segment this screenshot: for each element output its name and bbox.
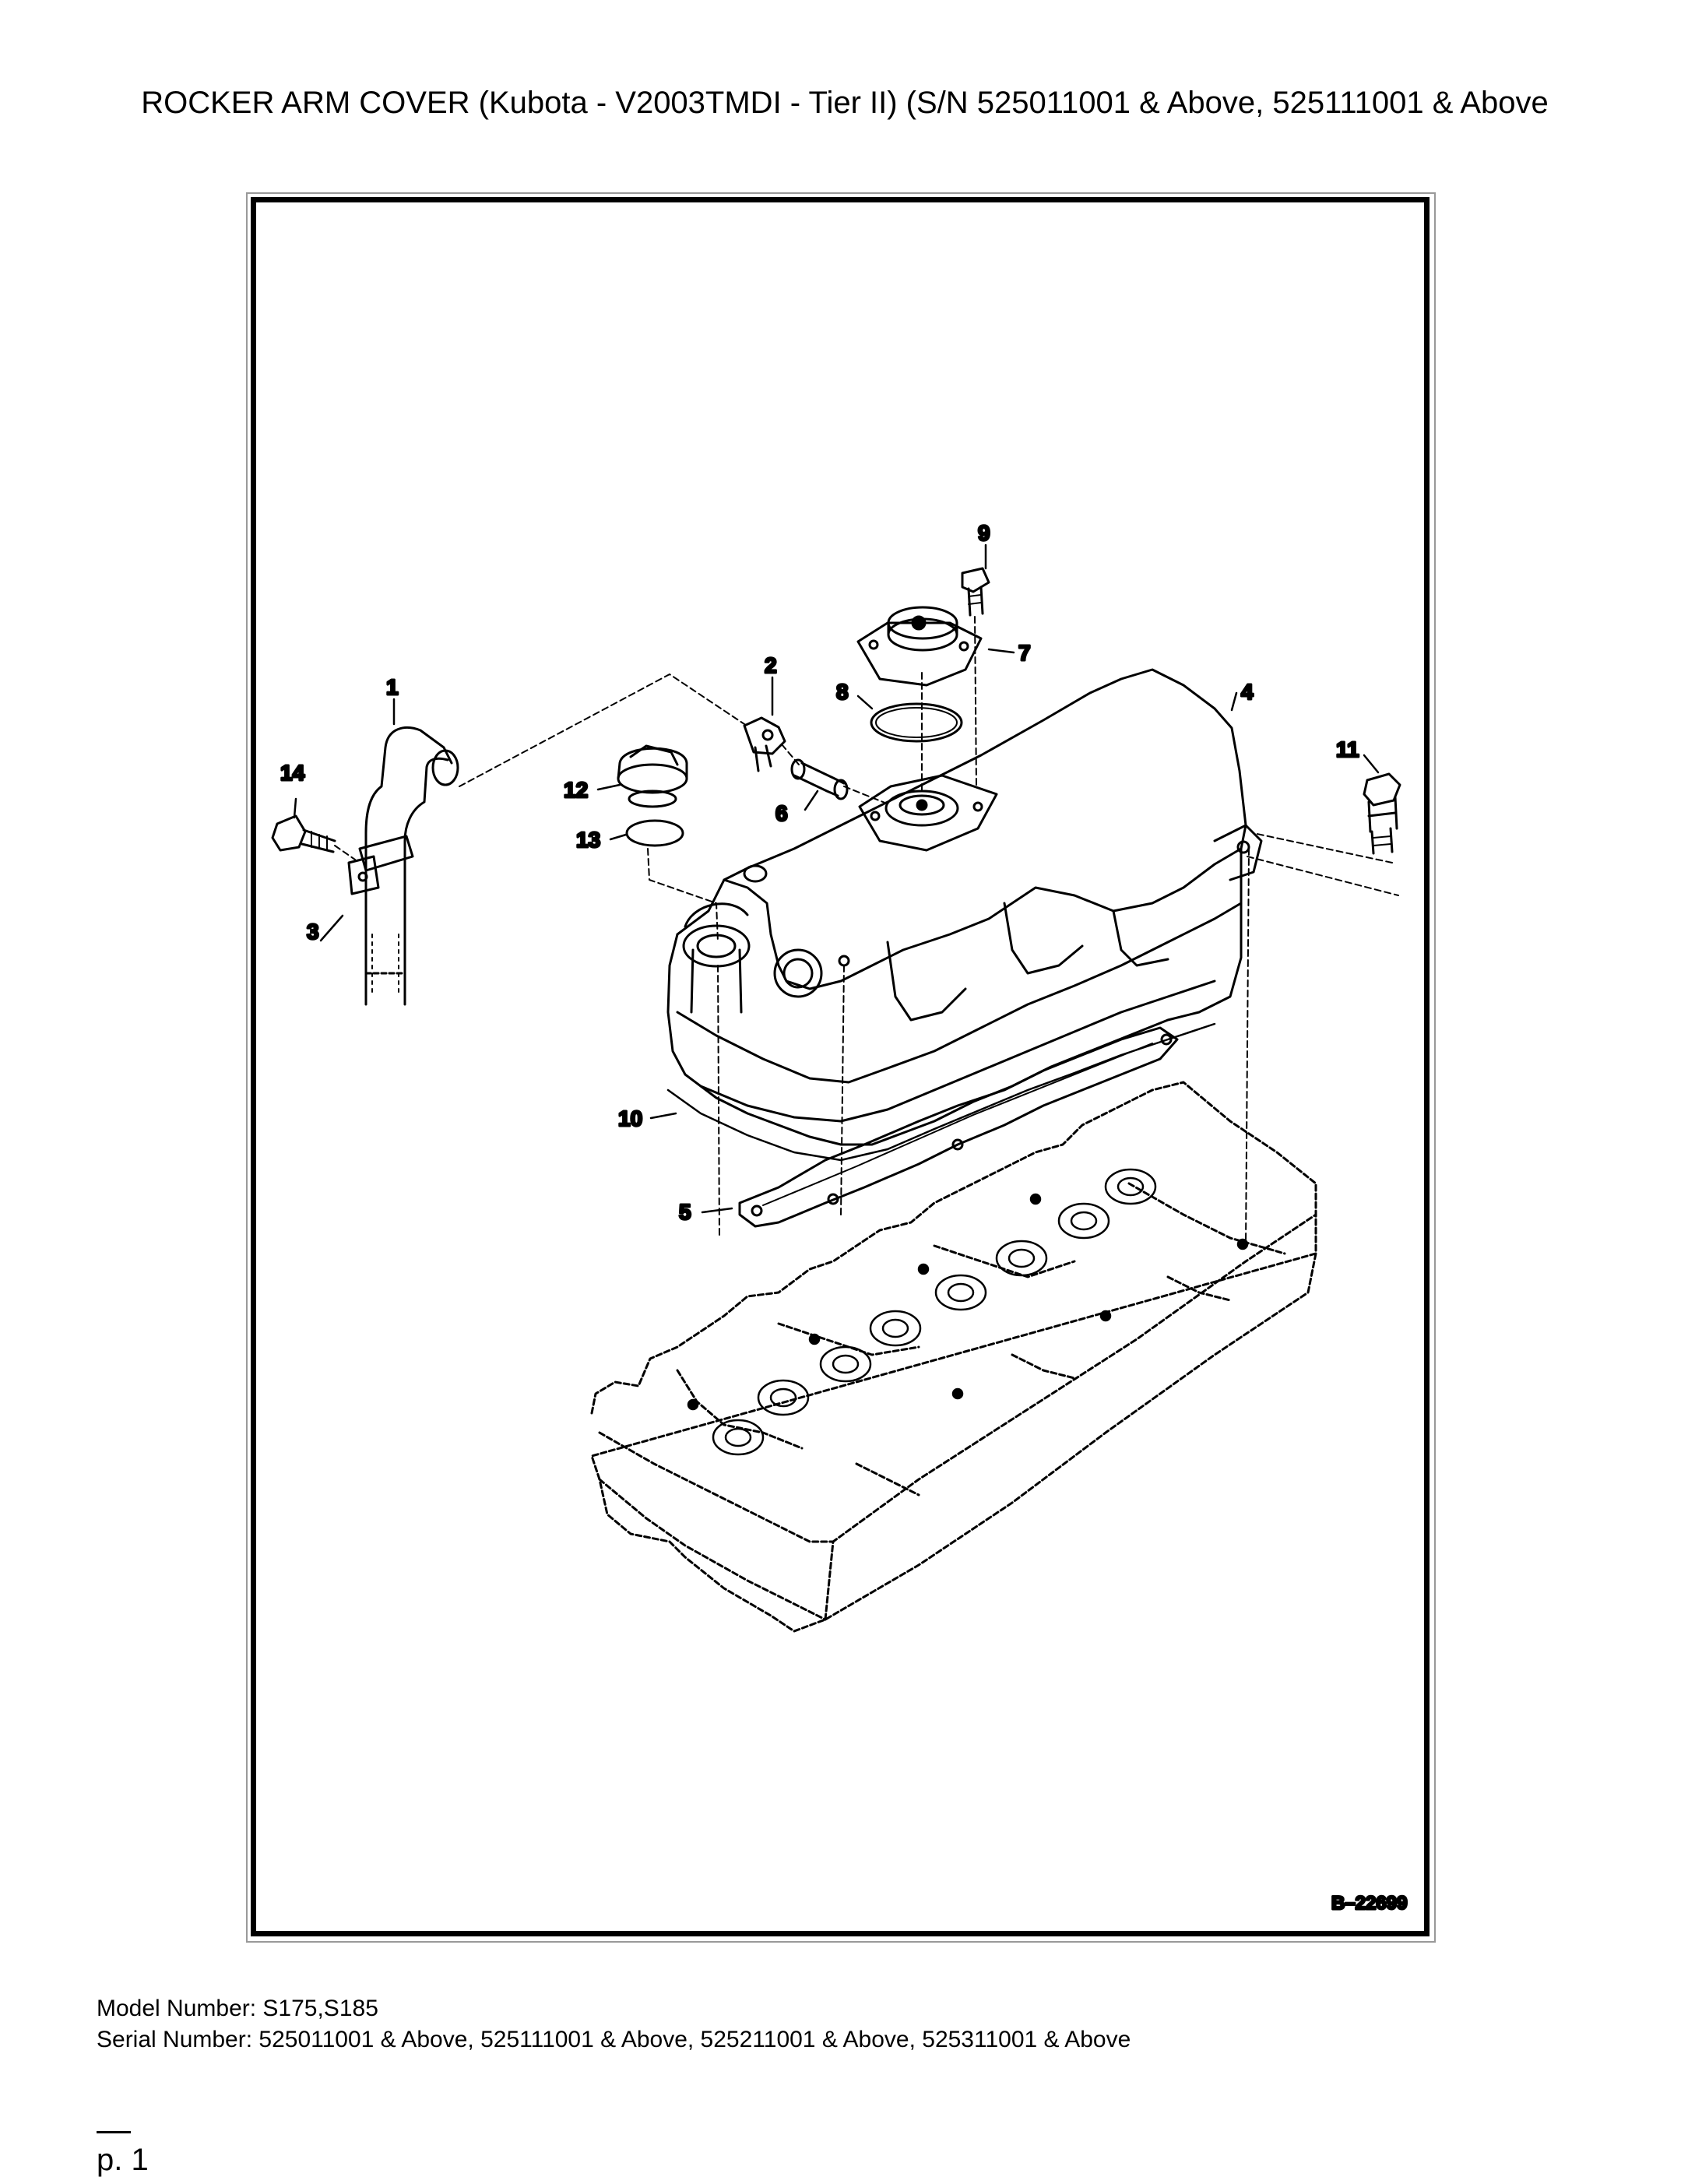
- o-ring-part-8: [870, 702, 963, 743]
- hose-part-6: [790, 758, 849, 800]
- page-separator: [97, 2131, 131, 2133]
- serial-number: Serial Number: 525011001 & Above, 525111…: [97, 2027, 1131, 2052]
- callout-3: 3: [307, 920, 319, 944]
- callout-13: 13: [576, 828, 600, 852]
- pcv-valve-part-2: [743, 716, 786, 772]
- cylinder-head-ports: [687, 1168, 1249, 1456]
- o-ring-part-13: [625, 819, 684, 847]
- callout-9: 9: [978, 521, 990, 545]
- callout-10: 10: [618, 1106, 642, 1131]
- cover-gasket-part-10: [666, 1022, 1216, 1162]
- bolt-part-9: [961, 567, 990, 617]
- page-title: ROCKER ARM COVER (Kubota - V2003TMDI - T…: [141, 86, 1549, 120]
- page-number: p. 1: [97, 2143, 149, 2177]
- bolt-part-11: [1363, 772, 1401, 855]
- leader-lines: [293, 543, 1380, 1214]
- callout-8: 8: [836, 680, 849, 704]
- assembly-guide-lines: [334, 616, 1399, 1247]
- bolt-part-14: [271, 814, 336, 853]
- oil-filler-cap-part-12: [617, 744, 688, 808]
- model-number: Model Number: S175,S185: [97, 1996, 378, 2021]
- diagram-frame: [251, 197, 1430, 1936]
- cylinder-head: [590, 1081, 1317, 1633]
- hose-clamp-part-3: [347, 835, 414, 895]
- breather-hose-part-1: [364, 726, 459, 1006]
- callout-7: 7: [1018, 641, 1031, 665]
- breather-plate: [858, 774, 998, 852]
- callout-5: 5: [679, 1200, 691, 1224]
- callout-12: 12: [564, 778, 588, 802]
- callout-2: 2: [765, 653, 777, 677]
- callout-6: 6: [775, 801, 788, 825]
- rocker-arm-cover-part-4: [666, 668, 1263, 1146]
- diagram-frame-outer: [246, 192, 1436, 1943]
- callout-14: 14: [280, 761, 305, 785]
- callout-1: 1: [386, 675, 399, 699]
- figure-number: B–22699: [1331, 1893, 1407, 1914]
- breather-cover-part-7: [856, 606, 983, 687]
- callout-4: 4: [1241, 680, 1254, 704]
- callout-11: 11: [1336, 737, 1359, 761]
